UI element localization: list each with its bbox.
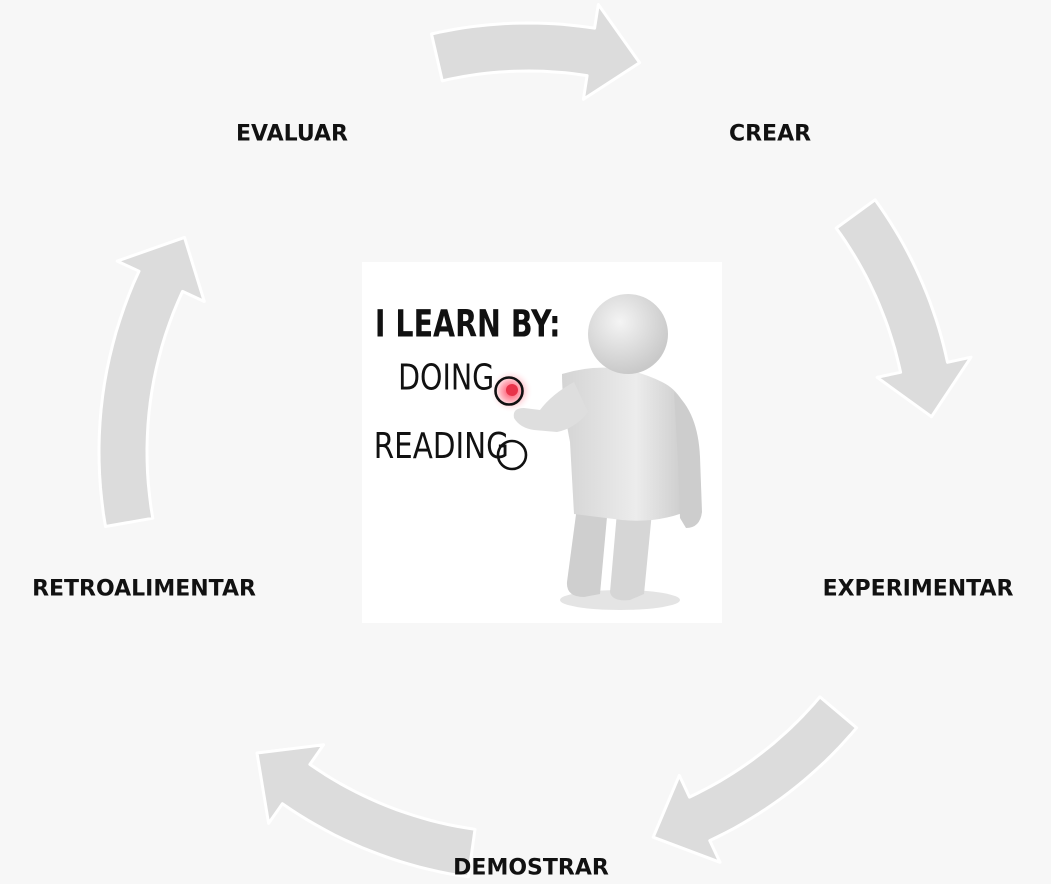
arrow-demostrar-to-retroalimentar	[255, 743, 477, 879]
option-doing-label: DOING	[398, 356, 494, 398]
stage-label-retroalimentar: RETROALIMENTAR	[32, 576, 256, 602]
arrow-experimentar-to-demostrar	[651, 695, 859, 864]
stage-label-crear: CREAR	[728, 121, 812, 147]
option-doing-radio	[489, 369, 533, 413]
person-figure	[513, 294, 702, 610]
learn-by-doing-illustration: I LEARN BY: DOING READING	[362, 262, 722, 623]
stage-label-evaluar: EVALUAR	[236, 121, 348, 147]
stage-label-experimentar: EXPERIMENTAR	[822, 576, 1014, 602]
option-reading-label: READING	[374, 425, 509, 466]
learn-heading: I LEARN BY:	[375, 302, 561, 346]
option-reading-radio	[496, 439, 528, 471]
arrow-crear-to-experimentar	[834, 198, 973, 419]
arrow-retroalimentar-to-evaluar	[97, 235, 206, 528]
arrow-evaluar-to-crear	[430, 3, 642, 101]
stage-label-demostrar: DEMOSTRAR	[453, 855, 609, 881]
